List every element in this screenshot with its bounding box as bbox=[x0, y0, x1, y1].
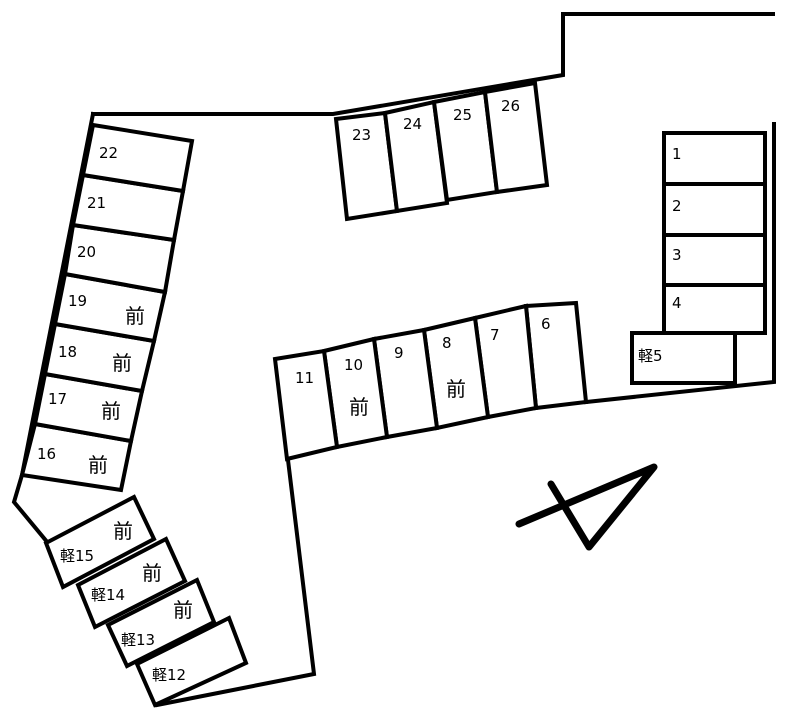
front-parking-mark: 前 bbox=[113, 519, 133, 543]
stall-outline bbox=[105, 577, 217, 669]
stall-outline bbox=[482, 80, 550, 195]
stall-outline bbox=[80, 122, 195, 194]
front-parking-mark: 前 bbox=[173, 598, 193, 622]
stall-outline bbox=[75, 536, 188, 630]
stall-number-label: 17 bbox=[48, 390, 67, 408]
stall-outline bbox=[134, 615, 249, 708]
parking-stall-16: 16 前 bbox=[19, 421, 134, 493]
stall-number-label: 8 bbox=[442, 334, 452, 352]
parking-stall-11: 11 bbox=[272, 348, 340, 462]
stall-number-label: 21 bbox=[87, 194, 106, 212]
stall-outline bbox=[43, 494, 157, 590]
stall-number-label: 24 bbox=[403, 115, 422, 133]
left-boundary bbox=[11, 111, 96, 546]
center-island-boundary bbox=[154, 457, 317, 708]
stall-number-label: 軽15 bbox=[60, 547, 94, 565]
stall-number-label: 16 bbox=[37, 445, 56, 463]
stall-number-label: 4 bbox=[672, 294, 682, 312]
right-boundary bbox=[583, 122, 776, 405]
parking-stall-22: 22 bbox=[80, 122, 195, 194]
stall-number-label: 7 bbox=[490, 326, 500, 344]
lot-boundaries bbox=[11, 12, 776, 708]
parking-stall-k15: 軽15 前 bbox=[43, 494, 157, 590]
front-parking-mark: 前 bbox=[349, 395, 369, 419]
parking-stall-k13: 軽13 前 bbox=[105, 577, 217, 669]
stall-number-label: 19 bbox=[68, 292, 87, 310]
parking-stall-21: 21 bbox=[70, 172, 186, 243]
parking-stall-k12: 軽12 bbox=[134, 615, 249, 708]
parking-stall-4: 4 bbox=[662, 283, 767, 335]
stall-number-label: 9 bbox=[394, 344, 404, 362]
stall-outline bbox=[382, 99, 450, 214]
front-parking-mark: 前 bbox=[125, 304, 145, 328]
stall-number-label: 6 bbox=[541, 315, 551, 333]
parking-stall-2: 2 bbox=[662, 182, 767, 237]
front-parking-mark: 前 bbox=[88, 453, 108, 477]
stall-outline bbox=[272, 348, 340, 462]
front-parking-mark: 前 bbox=[446, 377, 466, 401]
stall-number-label: 25 bbox=[453, 106, 472, 124]
stall-number-label: 11 bbox=[295, 369, 314, 387]
front-parking-mark: 前 bbox=[101, 399, 121, 423]
front-parking-mark: 前 bbox=[112, 351, 132, 375]
stall-number-label: 軽14 bbox=[91, 586, 125, 604]
stall-number-label: 軽12 bbox=[152, 666, 186, 684]
front-parking-mark: 前 bbox=[142, 561, 162, 585]
stall-number-label: 1 bbox=[672, 145, 682, 163]
top-boundary bbox=[91, 12, 775, 116]
stall-number-label: 20 bbox=[77, 243, 96, 261]
parking-stall-24: 24 bbox=[382, 99, 450, 214]
stall-number-label: 軽13 bbox=[121, 631, 155, 649]
stall-outline bbox=[630, 331, 737, 385]
stall-number-label: 18 bbox=[58, 343, 77, 361]
stall-number-label: 3 bbox=[672, 246, 682, 264]
stall-outline bbox=[662, 283, 767, 335]
parking-stall-26: 26 bbox=[482, 80, 550, 195]
parking-stall-k5: 軽5 bbox=[630, 331, 737, 385]
parking-stall-3: 3 bbox=[662, 233, 767, 287]
stall-number-label: 軽5 bbox=[638, 347, 663, 365]
stall-number-label: 22 bbox=[99, 144, 118, 162]
parking-stall-1: 1 bbox=[662, 131, 767, 186]
north-arrow-icon bbox=[515, 463, 658, 551]
stall-number-label: 2 bbox=[672, 197, 682, 215]
stall-number-label: 26 bbox=[501, 97, 520, 115]
stall-number-label: 23 bbox=[352, 126, 371, 144]
stall-number-label: 10 bbox=[344, 356, 363, 374]
parking-stall-k14: 軽14 前 bbox=[75, 536, 188, 630]
